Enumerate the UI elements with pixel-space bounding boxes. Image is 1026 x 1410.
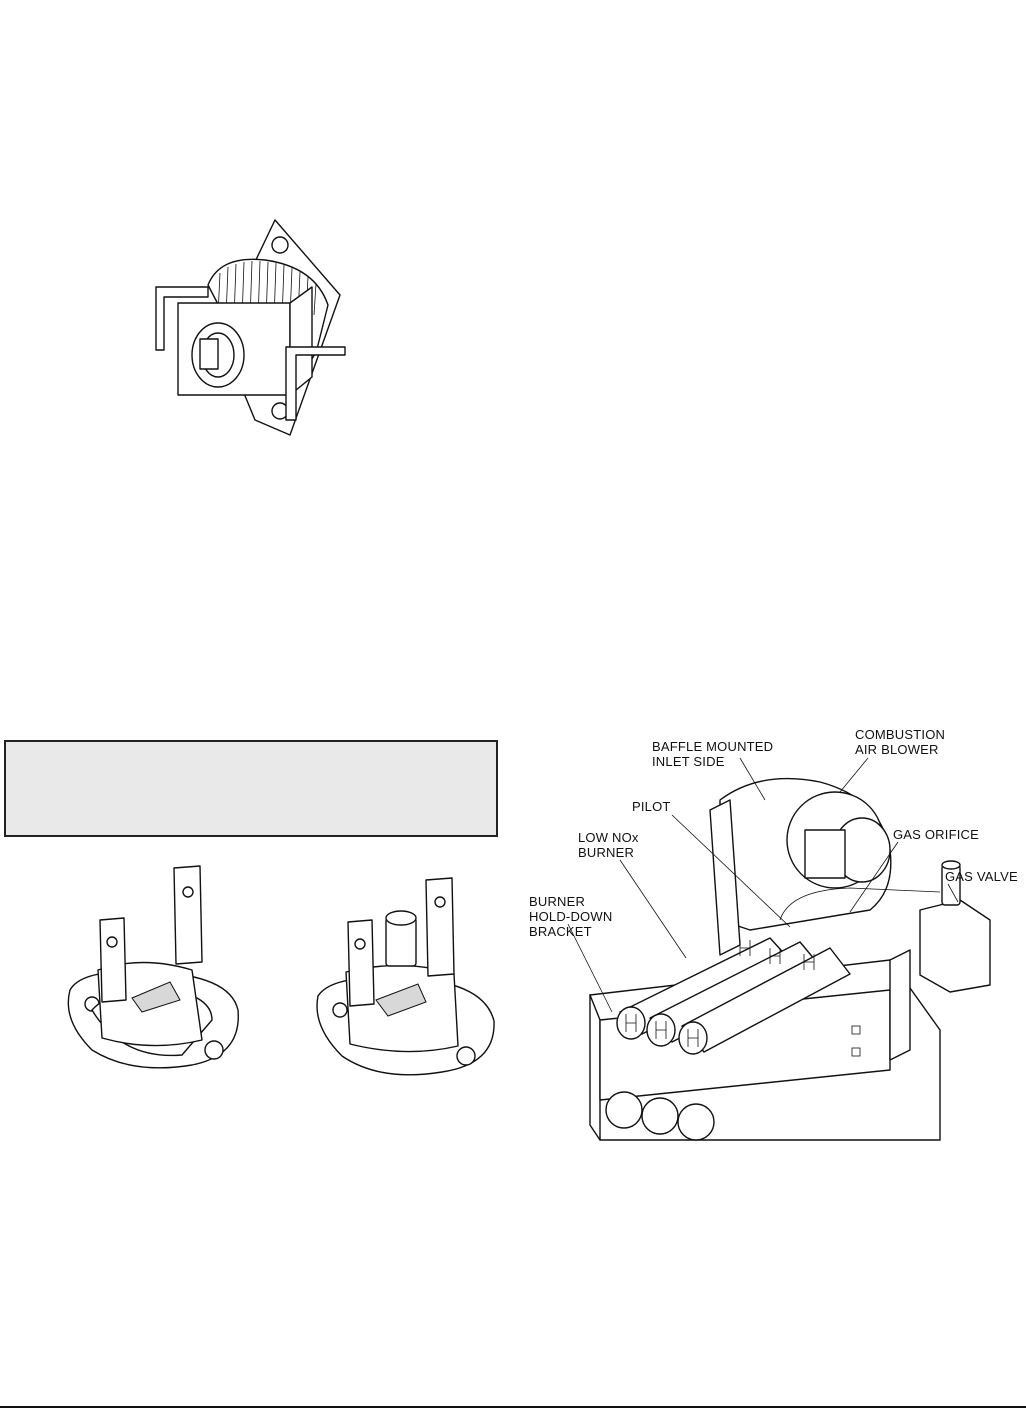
label-combustion-air-blower: COMBUSTION AIR BLOWER — [855, 727, 946, 757]
label-burner-hold-down-bracket: BURNER HOLD-DOWN BRACKET — [529, 894, 613, 939]
label-pilot: PILOT — [632, 799, 671, 814]
label-gas-orifice: GAS ORIFICE — [893, 827, 979, 842]
notice-box — [4, 740, 498, 837]
label-gas-valve: GAS VALVE — [945, 869, 1018, 884]
bottom-rule — [0, 1406, 1026, 1408]
label-baffle-mounted-inlet-side: BAFFLE MOUNTED INLET SIDE — [652, 739, 774, 769]
label-low-nox-burner: LOW NOx BURNER — [578, 830, 639, 860]
burner-assembly-illustration — [589, 777, 991, 1141]
thermostat-illustration — [155, 219, 346, 436]
manual-reset-switch-illustration — [316, 877, 495, 1076]
limit-switch-illustration — [67, 865, 239, 1069]
